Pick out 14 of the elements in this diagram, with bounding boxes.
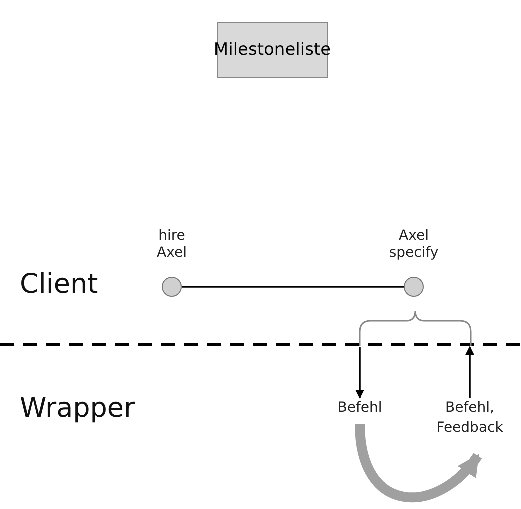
arrow xyxy=(466,346,474,398)
connector-line xyxy=(182,286,404,288)
arrow xyxy=(356,347,364,399)
milestone-label: hire Axel xyxy=(156,228,188,262)
command-label: Befehl xyxy=(315,398,405,418)
curved-arrow xyxy=(355,424,482,502)
lane-label: Wrapper xyxy=(20,392,136,426)
milestone-label: Axel specify xyxy=(388,228,440,262)
milestone-list-box: Milestoneliste xyxy=(217,22,328,78)
milestone-circle xyxy=(162,277,182,297)
curly-brace xyxy=(359,309,472,346)
milestone-circle xyxy=(404,277,424,297)
lane-label: Client xyxy=(20,268,98,302)
command-feedback-label: Befehl, Feedback xyxy=(420,398,520,438)
